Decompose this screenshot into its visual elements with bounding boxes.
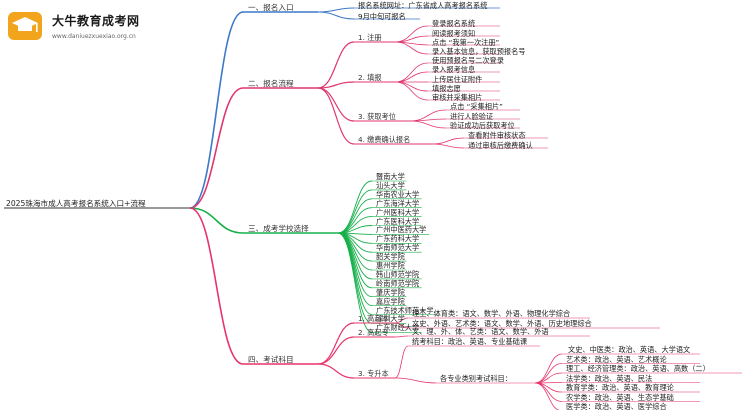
zsb-common: 统考科目：政治、英语、专业基础课 — [412, 337, 528, 346]
connector — [317, 11, 355, 20]
connector — [317, 363, 355, 379]
step-pay: 4. 缴费确认报名 — [358, 135, 411, 144]
step-register: 1. 注册 — [358, 33, 382, 42]
connector — [394, 81, 429, 92]
connector — [534, 372, 563, 384]
connector — [534, 353, 563, 384]
school-item: 岭南师范学院 — [376, 278, 420, 288]
gqz-item: 文、理、外、体、艺类：语文、数学、外语 — [412, 327, 549, 336]
step-item: 阅读报考须知 — [432, 29, 476, 38]
connector — [189, 207, 244, 234]
logo-title: 大牛教育成考网 — [52, 14, 140, 28]
connector — [317, 87, 355, 145]
school-item: 广东海洋大学 — [376, 198, 420, 208]
step-item: 进行人脸验证 — [450, 112, 494, 121]
connector — [409, 118, 447, 122]
zsb-category-item: 理工、经济管理类：政治、英语、高数（二） — [566, 364, 710, 373]
school-item: 广东技术师范大学 — [376, 305, 434, 315]
zsb-category-item: 农学类：政治、英语、生态学基础 — [566, 392, 674, 402]
gqb-item: 理工、体育类：语文、数学、外语、物理化学综合 — [412, 309, 571, 318]
step-item: 通过审核后缴费确认 — [468, 141, 533, 150]
connector — [337, 216, 373, 234]
connector — [317, 7, 355, 13]
school-item: 广东药科大学 — [376, 234, 420, 244]
zsb-category-item: 教育学类：政治、英语、教育理论 — [566, 383, 674, 392]
school-item: 韩山师范学院 — [376, 269, 420, 279]
school-item: 韶关学院 — [376, 252, 405, 262]
step-item: 查看附件审核状态 — [468, 131, 526, 140]
logo-url: www.daniuezxuexiao.org.cn — [52, 33, 136, 40]
school-item: 暨南大学 — [376, 172, 405, 181]
connector — [317, 41, 355, 89]
connector — [337, 189, 373, 234]
school-item: 广州医科大学 — [376, 207, 420, 217]
connector — [394, 25, 429, 43]
gqb-item: 文史、外语、艺术类：语文、数学、外语、历史地理综合 — [412, 319, 592, 328]
site-logo: 大牛教育成考网 www.daniuezxuexiao.org.cn — [4, 6, 164, 46]
zsb-label: 3. 专升本 — [358, 369, 389, 378]
school-item: 惠州学院 — [376, 261, 405, 270]
zsb-sub-label: 各专业类别考试科目： — [440, 374, 512, 383]
gqb-label: 1. 高起本 — [358, 314, 389, 323]
connector — [337, 232, 373, 333]
step-item: 填报志愿 — [432, 84, 461, 93]
section-subjects: 四、考试科目 — [248, 355, 294, 364]
connector — [394, 345, 409, 379]
school-item: 嘉应学院 — [376, 296, 405, 306]
entry-url: 报名系统网址：广东省成人高考报名系统 — [358, 1, 488, 10]
gqz-label: 2. 高起专 — [358, 328, 389, 337]
zsb-category-item: 医学类：政治、英语、医学综合 — [566, 402, 667, 411]
school-item: 深圳大学 — [376, 314, 405, 324]
connector — [317, 336, 355, 365]
connector — [189, 11, 244, 209]
connector — [189, 87, 244, 209]
zsb-category-item: 艺术类：政治、英语、艺术概论 — [566, 354, 667, 364]
school-item: 肇庆学院 — [376, 287, 405, 297]
connector — [431, 143, 465, 149]
connector — [394, 71, 429, 83]
school-item: 汕头大学 — [376, 180, 405, 190]
school-item: 广东财经大学 — [376, 323, 420, 333]
step-item: 上传居住证附件 — [432, 75, 483, 84]
connector — [394, 81, 429, 101]
section-entry: 一、报名入口 — [248, 3, 294, 12]
step-seat: 3. 获取考位 — [358, 112, 396, 121]
connector — [189, 207, 244, 365]
connector — [409, 120, 447, 129]
school-item: 广州中医药大学 — [376, 225, 427, 235]
graduation-cap-icon — [8, 12, 42, 40]
step-item: 验证成功后获取考位 — [450, 121, 515, 130]
connector — [431, 137, 465, 145]
step-item: 点击 “采集相片” — [450, 102, 503, 111]
connector — [337, 198, 373, 234]
connector — [394, 335, 409, 338]
school-item: 广东医科大学 — [376, 216, 420, 226]
school-item: 华南师范大学 — [376, 243, 420, 253]
step-fill: 2. 填报 — [358, 73, 382, 82]
step-item: 点击 “我第一次注册” — [432, 38, 500, 47]
step-item: 登录报名系统 — [432, 19, 476, 28]
step-item: 使用预报名号二次登录 — [432, 56, 504, 65]
step-item: 录入报考信息 — [432, 65, 476, 74]
connector — [394, 41, 429, 55]
step-item: 审核并采集相片 — [432, 93, 483, 102]
section-process: 二、报名流程 — [248, 79, 294, 88]
zsb-category-item: 法学类：政治、英语、民法 — [566, 373, 653, 383]
step-item: 录入基本信息，获取预报名号 — [432, 47, 526, 56]
connector — [534, 382, 563, 402]
connector — [317, 81, 355, 89]
root-topic: 2025珠海市成人高考报名系统入口+流程 — [6, 199, 146, 208]
connector — [394, 377, 437, 384]
connector — [394, 322, 409, 329]
zsb-category-item: 文史、中医类：政治、英语、大学语文 — [568, 345, 691, 354]
connector — [337, 232, 373, 315]
connector — [534, 382, 560, 410]
school-item: 华南农业大学 — [376, 189, 420, 199]
entry-date: 9月中旬可报名 — [358, 12, 406, 21]
connector — [317, 322, 355, 365]
section-schools: 三、成考学校选择 — [248, 224, 309, 233]
